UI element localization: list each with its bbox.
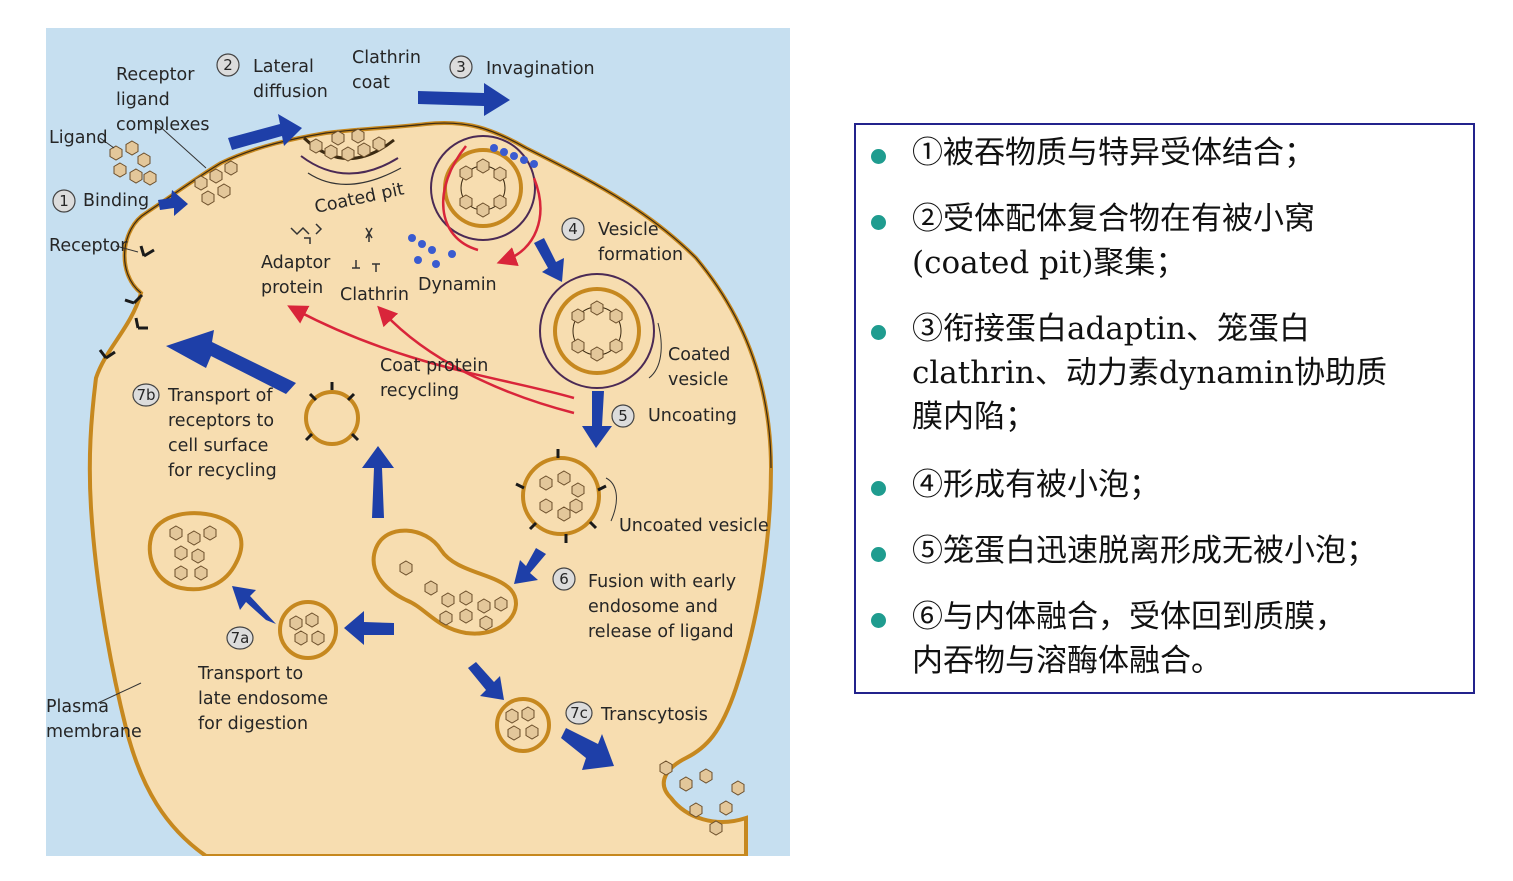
label-diffusion: diffusion xyxy=(253,82,328,102)
process-arrows xyxy=(158,83,614,770)
transport-vesicle-7a xyxy=(278,600,338,660)
arrow-binding xyxy=(158,190,188,216)
arrow-lateral xyxy=(228,114,302,150)
coated-pit xyxy=(300,128,399,175)
clathrin-glyphs xyxy=(352,227,380,272)
recycling-vesicle xyxy=(304,382,360,446)
recycling-arrows xyxy=(287,145,575,415)
arrow-7a-left xyxy=(344,611,394,645)
leader-lines xyxy=(97,122,662,704)
arrow-fusion xyxy=(514,548,546,584)
bullet-icon xyxy=(871,613,886,628)
step-7c: 7c xyxy=(570,704,588,722)
step-3: 3 xyxy=(456,58,466,76)
bullet-icon xyxy=(871,547,886,562)
summary-item-4: ④形成有被小泡； xyxy=(912,467,1160,503)
label-uncoated-vesicle: Uncoated vesicle xyxy=(619,516,769,536)
step-7b: 7b xyxy=(136,386,155,404)
svg-text:ligand: ligand xyxy=(116,90,170,110)
transcytosis-vesicle xyxy=(495,697,551,753)
late-endosome xyxy=(147,511,244,592)
early-endosome xyxy=(371,528,518,636)
step-markers xyxy=(52,53,635,725)
step-5: 5 xyxy=(618,407,628,425)
label-uncoating: Uncoating xyxy=(648,406,737,426)
arrow-up xyxy=(362,446,394,518)
label-coat-protein: Coat protein xyxy=(380,356,488,376)
label-protein: protein xyxy=(261,278,323,298)
summary-panel: ①被吞物质与特异受体结合； ②受体配体复合物在有被小窝(coated pit)聚… xyxy=(854,123,1475,694)
summary-item-2: ②受体配体复合物在有被小窝(coated pit)聚集； xyxy=(912,201,1315,281)
coated-pit-bracket xyxy=(307,167,402,185)
adaptor-protein-glyphs xyxy=(290,223,323,244)
bullet-icon xyxy=(871,149,886,164)
arrow-7a-up xyxy=(232,586,276,624)
label-plasma: Plasma xyxy=(46,697,109,717)
step-1: 1 xyxy=(59,192,69,210)
arrow-7c-down xyxy=(468,662,504,700)
label-receptor: Receptor xyxy=(49,236,128,256)
label-receptor-ligand-1: Receptor xyxy=(116,65,195,85)
label-vesicle: Vesicle xyxy=(598,220,659,240)
step-6: 6 xyxy=(559,570,569,588)
label-clathrin: Clathrin xyxy=(340,285,409,305)
label-clathrin-coat-1: Clathrin xyxy=(352,48,421,68)
label-binding: Binding xyxy=(83,191,149,211)
coated-vesicle xyxy=(539,273,655,389)
bullet-icon xyxy=(871,325,886,340)
label-invagination: Invagination xyxy=(486,59,595,79)
dynamin-dots xyxy=(408,234,456,268)
bullet-icon xyxy=(871,481,886,496)
label-formation: formation xyxy=(598,245,683,265)
label-dynamin: Dynamin xyxy=(418,275,497,295)
label-late-2: late endosome xyxy=(198,689,328,709)
step-4: 4 xyxy=(568,220,578,238)
label-coated: Coated xyxy=(668,345,730,365)
uncoated-vesicle xyxy=(515,449,607,543)
step-2: 2 xyxy=(223,56,233,74)
label-transport-2: receptors to xyxy=(168,411,274,431)
arrow-transcytosis xyxy=(561,728,614,770)
label-transport-4: for recycling xyxy=(168,461,277,481)
label-fusion-1: Fusion with early xyxy=(588,572,736,592)
label-clathrin-coat-2: coat xyxy=(352,73,390,93)
invagination-vesicle xyxy=(430,135,536,241)
arrow-uncoating xyxy=(582,391,612,448)
label-lateral: Lateral xyxy=(253,57,314,77)
label-coated-vesicle: vesicle xyxy=(668,370,728,390)
membrane-receptors xyxy=(98,245,155,360)
label-receptor-ligand-2: ligand xyxy=(116,90,170,110)
arrow-to-surface xyxy=(166,330,296,394)
arrow-invagination xyxy=(418,83,510,116)
label-fusion-2: endosome and xyxy=(588,597,718,617)
bullet-icon xyxy=(871,215,886,230)
svg-text:complexes: complexes xyxy=(116,115,210,135)
svg-text:Receptor: Receptor xyxy=(116,65,195,85)
arrow-vesicle xyxy=(534,238,564,282)
label-fusion-3: release of ligand xyxy=(588,622,734,642)
label-receptor-ligand-3: complexes xyxy=(116,115,210,135)
summary-item-5: ⑤笼蛋白迅速脱离形成无被小泡； xyxy=(912,533,1377,569)
label-ligand: Ligand xyxy=(49,128,108,148)
label-transport-1: Transport of xyxy=(167,386,273,406)
label-transport-3: cell surface xyxy=(168,436,268,456)
endocytosis-diagram: 1 2 3 4 5 6 7a 7b 7c Receptor ligand com… xyxy=(46,28,790,856)
dynamin-ring xyxy=(490,144,538,168)
label-recycling: recycling xyxy=(380,381,459,401)
summary-item-6: ⑥与内体融合，受体回到质膜，内吞物与溶酶体融合。 xyxy=(912,599,1346,679)
label-transcytosis: Transcytosis xyxy=(600,705,708,725)
label-late-3: for digestion xyxy=(198,714,308,734)
label-membrane: membrane xyxy=(46,722,142,742)
step-7a: 7a xyxy=(231,629,250,647)
label-late-1: Transport to xyxy=(197,664,303,684)
label-adaptor: Adaptor xyxy=(261,253,331,273)
summary-item-1: ①被吞物质与特异受体结合； xyxy=(912,135,1315,171)
